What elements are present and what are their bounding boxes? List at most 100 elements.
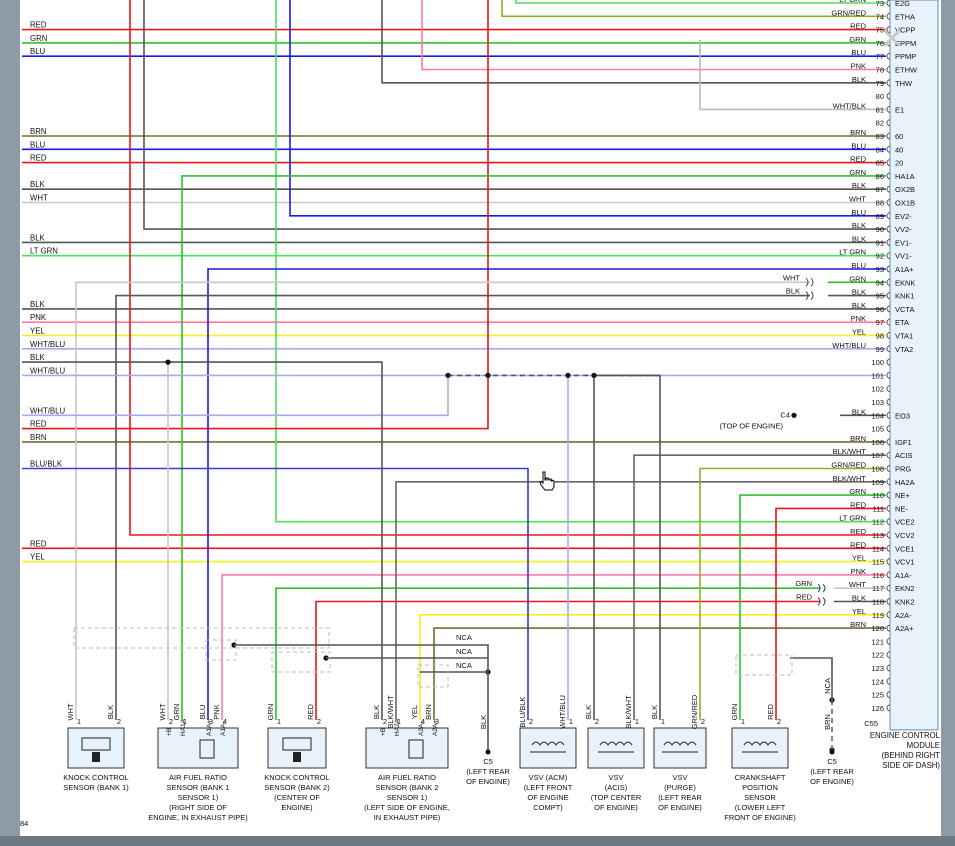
component-label: AIR FUEL RATIO xyxy=(378,773,436,782)
component-label: OF ENGINE) xyxy=(658,803,702,812)
left-wire-label: BLK xyxy=(30,353,46,362)
shield-wire-label: BLK xyxy=(786,287,800,296)
module-pin-number: 123 xyxy=(871,664,884,673)
shield-wire-label: RED xyxy=(796,593,812,602)
pin-number: 1 xyxy=(277,717,281,726)
wire-color-label: BRN xyxy=(850,434,866,443)
module-pin-notch xyxy=(886,438,891,446)
module-pin-number: 91 xyxy=(876,238,884,247)
module-pin-notch xyxy=(886,225,891,233)
module-pin-notch xyxy=(886,571,891,579)
wire-color-label: RED xyxy=(850,22,866,31)
module-pin-number: 115 xyxy=(872,558,884,567)
wire-color-label: BLU xyxy=(851,48,866,57)
left-wire-label: RED xyxy=(30,21,47,30)
wiring-diagram: 73E2GLT GRN74ETHAGRN/RED75VCPPRED76EPPMG… xyxy=(20,0,941,828)
wire-a1a-minus xyxy=(221,574,886,720)
module-pin-name: 20 xyxy=(895,159,903,168)
pin-function-label: +B xyxy=(380,728,387,736)
component-label: KNOCK CONTROL xyxy=(63,773,128,782)
module-pin-name: EKN2 xyxy=(895,584,915,593)
module-pin-number: 111 xyxy=(873,504,884,513)
wire-color-label: PNK xyxy=(851,567,866,576)
module-pin-number: 93 xyxy=(876,265,884,274)
module-pin-number: 96 xyxy=(876,305,884,314)
module-pin-notch xyxy=(886,52,891,60)
module-pin-name: KNK2 xyxy=(895,598,915,607)
wire-e2g xyxy=(515,0,886,4)
module-pin-name: VCE1 xyxy=(895,544,915,553)
nca-label: NCA xyxy=(456,647,472,656)
pin-wire-label: WHT xyxy=(66,703,75,720)
module-pin-name: E1 xyxy=(895,105,904,114)
pin-wire-label: BRN xyxy=(823,714,832,730)
piezo-icon xyxy=(293,752,301,762)
pin-wire-label: BLU/BLK xyxy=(518,697,527,728)
module-pin-notch xyxy=(886,292,891,300)
module-pin-number: 117 xyxy=(872,584,884,593)
module-pin-name: A2A- xyxy=(895,611,912,620)
module-pin-number: 122 xyxy=(871,651,884,660)
wire-color-label: LT GRN xyxy=(839,0,866,4)
module-pin-name: EPPM xyxy=(895,39,916,48)
wire-color-label: BLU xyxy=(851,208,866,217)
wire-color-label: GRN xyxy=(849,487,866,496)
module-pin-number: 110 xyxy=(872,491,884,500)
module-label: SIDE OF DASH) xyxy=(882,761,940,770)
pin-function-label: A1A+ xyxy=(206,720,213,736)
module-label: (BEHIND RIGHT xyxy=(882,751,941,760)
module-pin-name: OX2B xyxy=(895,185,915,194)
wire-color-label: BLK xyxy=(852,301,866,310)
wire-color-label: GRN xyxy=(849,274,866,283)
pin-wire-label: PNK xyxy=(212,704,221,719)
left-wire-label: YEL xyxy=(30,327,45,336)
wire-color-label: BLK/WHT xyxy=(833,474,867,483)
module-pin-notch xyxy=(886,491,891,499)
module-pin-notch xyxy=(886,677,891,685)
module-pin-notch xyxy=(886,584,891,592)
pin-wire-label: WHT/BLU xyxy=(558,695,567,729)
module-pin-name: NE+ xyxy=(895,491,910,500)
module-pin-notch xyxy=(886,425,891,433)
shield-bank2 xyxy=(271,651,331,673)
piezo-icon xyxy=(92,752,100,762)
module-pin-number: 77 xyxy=(876,52,884,61)
pin-number: 2 xyxy=(383,717,387,726)
component-label: KNOCK CONTROL xyxy=(264,773,329,782)
module-pin-name: KNK1 xyxy=(895,292,915,301)
wire-acis xyxy=(633,454,886,720)
left-wire-label: BLU/BLK xyxy=(30,460,63,469)
component-label: FRONT OF ENGINE) xyxy=(724,813,796,822)
pin-wire-label: BLK xyxy=(584,705,593,719)
component-label: SENSOR (BANK 1 xyxy=(167,783,230,792)
module-pin-number: 98 xyxy=(876,332,884,341)
module-pin-notch xyxy=(886,252,891,260)
left-wire-label: RED xyxy=(30,539,47,548)
wire-color-label: LT GRN xyxy=(839,248,866,257)
left-wire-label: BLK xyxy=(30,233,46,242)
module-pin-notch xyxy=(886,691,891,699)
coil-icon xyxy=(743,741,777,746)
module-pin-notch xyxy=(886,172,891,180)
module-pin-notch xyxy=(886,598,891,605)
module-pin-name: VCPP xyxy=(895,26,915,35)
pin-number: 4 xyxy=(421,717,425,726)
component-label: (PURGE) xyxy=(664,783,696,792)
left-wire-label: WHT/BLU xyxy=(30,366,65,375)
pin-function-label: +B xyxy=(166,728,173,736)
module-pin-notch xyxy=(886,385,891,393)
knock-element-icon xyxy=(282,737,312,751)
component-label: (LEFT REAR xyxy=(466,767,510,776)
component-label: VSV xyxy=(672,773,687,782)
ground-dot xyxy=(829,749,835,755)
module-pin-number: 86 xyxy=(876,172,884,181)
close-icon[interactable] xyxy=(878,24,906,52)
component-label: (RIGHT SIDE OF xyxy=(169,803,227,812)
splice-dot xyxy=(565,372,571,378)
module-pin-name: VCTA xyxy=(895,305,914,314)
